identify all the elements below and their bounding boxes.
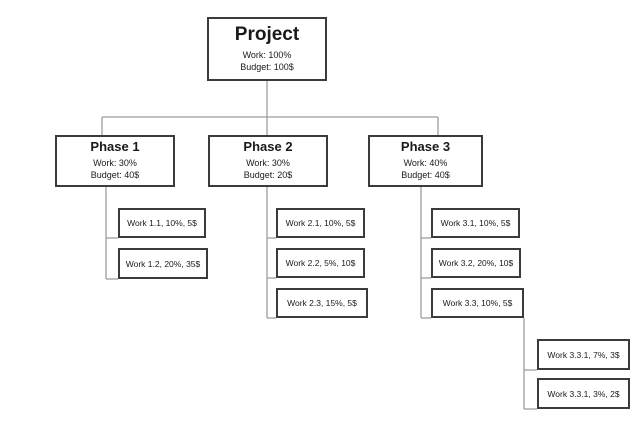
work-item-1-1: Work 1.1, 10%, 5$ (118, 208, 206, 238)
work-item-2-3: Work 2.3, 15%, 5$ (276, 288, 368, 318)
phase1-node: Phase 1 Work: 30% Budget: 40$ (55, 135, 175, 187)
phase1-title: Phase 1 (90, 139, 140, 155)
work-item-2-1: Work 2.1, 10%, 5$ (276, 208, 365, 238)
phase1-budget-label: Budget: 40$ (90, 170, 140, 181)
phase3-budget-label: Budget: 40$ (401, 170, 450, 181)
phase1-work-label: Work: 30% (93, 158, 137, 169)
work-item-3-1: Work 3.1, 10%, 5$ (431, 208, 520, 238)
phase3-title: Phase 3 (400, 139, 451, 155)
project-work-label: Work: 100% (242, 50, 292, 61)
phase2-work-label: Work: 30% (246, 158, 290, 169)
project-budget-label: Budget: 100$ (240, 62, 294, 73)
work-item-3-3: Work 3.3, 10%, 5$ (431, 288, 524, 318)
phase2-node: Phase 2 Work: 30% Budget: 20$ (208, 135, 328, 187)
work-item-2-2: Work 2.2, 5%, 10$ (276, 248, 365, 278)
phase3-node: Phase 3 Work: 40% Budget: 40$ (368, 135, 483, 187)
phase3-work-label: Work: 40% (403, 158, 448, 169)
project-node: Project Work: 100% Budget: 100$ (207, 17, 327, 81)
phase2-title: Phase 2 (243, 139, 293, 155)
phase2-budget-label: Budget: 20$ (243, 170, 293, 181)
work-item-3-3-1b: Work 3.3.1, 3%, 2$ (537, 378, 630, 409)
work-item-3-2: Work 3.2, 20%, 10$ (431, 248, 521, 278)
work-item-1-2: Work 1.2, 20%, 35$ (118, 248, 208, 279)
project-title: Project (234, 24, 300, 46)
work-item-3-3-1a: Work 3.3.1, 7%, 3$ (537, 339, 630, 370)
